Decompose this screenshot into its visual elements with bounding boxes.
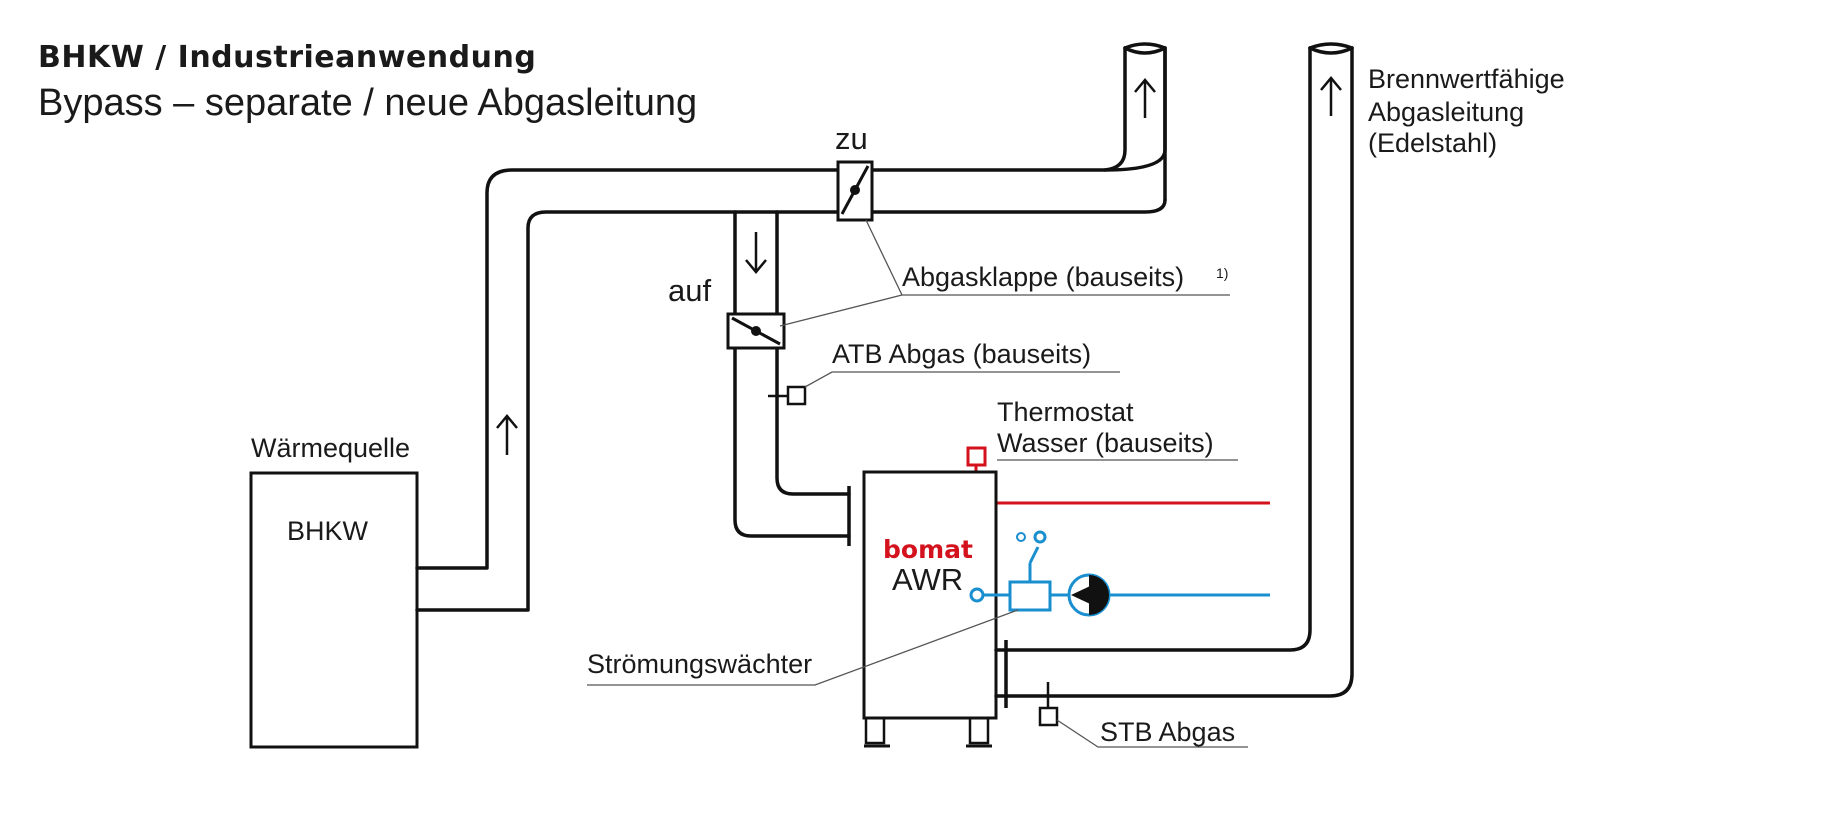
stroemung-leader: [587, 609, 1019, 686]
cold-water-circuit: [969, 530, 1270, 612]
flow-switch-contact: [1016, 532, 1026, 542]
auf-label: auf: [668, 273, 711, 308]
main-exhaust-pipe: [415, 42, 1167, 612]
awr-label: AWR: [892, 562, 963, 597]
stack-arrow-up-icon: [1134, 78, 1156, 118]
stb-sensor: [1038, 682, 1059, 727]
diagram-title: BHKW / Industrieanwendung: [38, 40, 537, 75]
damper-auf: [726, 312, 786, 350]
brennwert-label-2: Abgasleitung: [1368, 97, 1524, 127]
atb-leader: [804, 371, 1120, 388]
thermostat-label-2: Wasser (bauseits): [997, 428, 1214, 458]
brennwert-label-3: (Edelstahl): [1368, 128, 1497, 158]
diagram-subtitle: Bypass – separate / neue Abgasleitung: [38, 82, 698, 124]
thermostat-label-1: Thermostat: [997, 397, 1134, 427]
abgasklappe-leader-2: [779, 294, 903, 327]
condensing-flue: [994, 42, 1354, 708]
heat-source-label: Wärmequelle: [251, 433, 410, 463]
heat-source-box: [249, 471, 419, 749]
bypass-pipe: [733, 210, 851, 546]
awr-unit: [862, 470, 998, 748]
pump-icon: [1067, 573, 1111, 617]
brennwert-label-1: Brennwertfähige: [1368, 64, 1565, 94]
flow-arrow-up-icon: [496, 414, 518, 455]
bhkw-label: BHKW: [287, 516, 369, 546]
damper-zu: [836, 160, 874, 222]
flow-arrow-down-icon: [745, 232, 767, 274]
abgasklappe-label: Abgasklappe (bauseits): [902, 262, 1184, 292]
atb-sensor: [768, 385, 807, 406]
atb-label: ATB Abgas (bauseits): [832, 339, 1091, 369]
stroemung-label: Strömungswächter: [587, 649, 812, 679]
stb-leader: [1056, 719, 1248, 748]
zu-label: zu: [835, 121, 868, 156]
stb-label: STB Abgas: [1100, 717, 1235, 747]
footnote-marker: 1): [1216, 265, 1228, 281]
brand-logo: bomat: [883, 535, 973, 564]
stack-arrow-up-right-icon: [1320, 76, 1342, 116]
